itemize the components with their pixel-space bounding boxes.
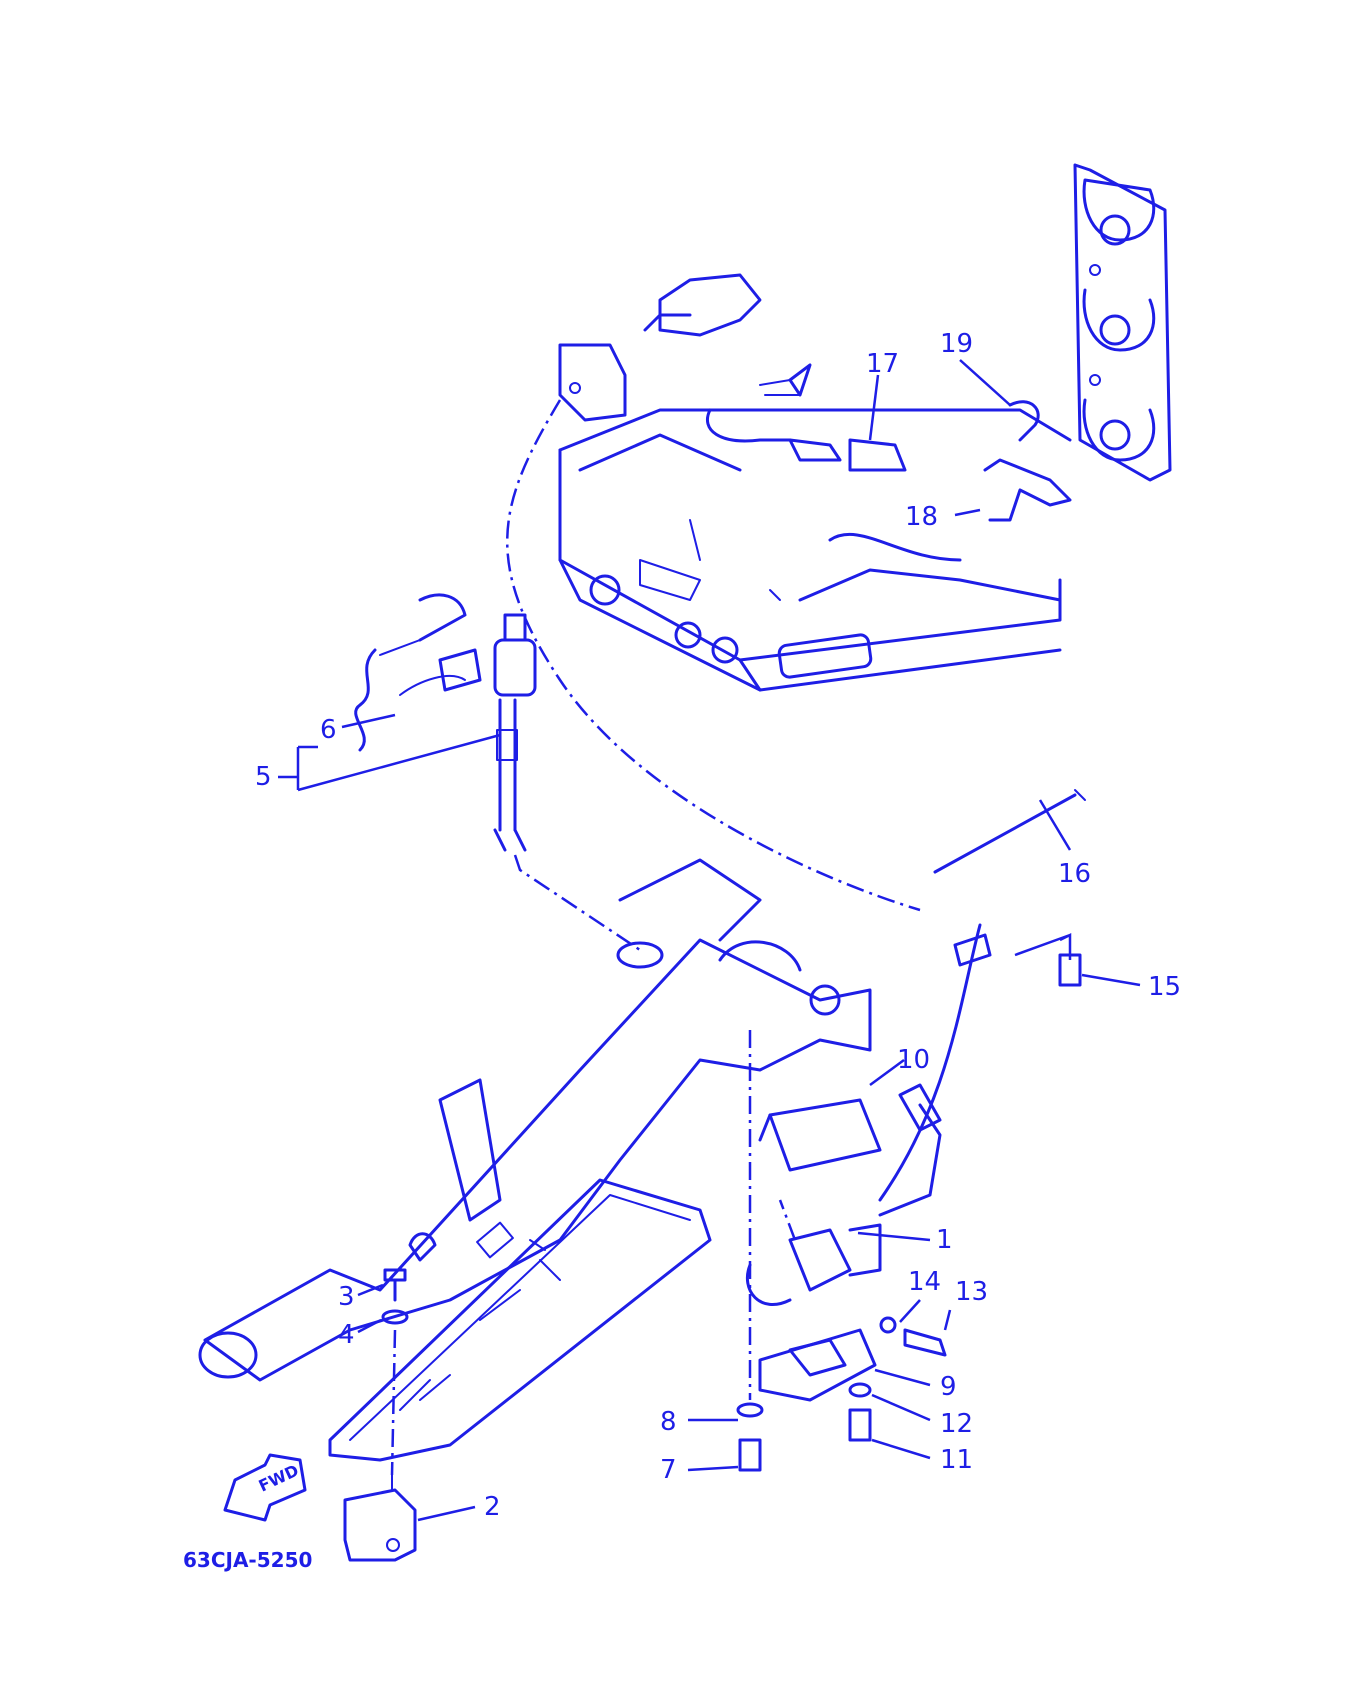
callout-11: 11: [940, 1445, 973, 1475]
callout-labels: 1 2 3 4 5 6 7 8 9 10 11 12 13 14 15 16 1…: [255, 329, 1181, 1522]
handle-bracket-plate: [328, 1178, 712, 1462]
callout-3: 3: [338, 1282, 355, 1312]
callout-12: 12: [940, 1409, 973, 1439]
connector-2: [343, 1474, 417, 1562]
callout-18: 18: [905, 502, 938, 532]
fwd-arrow: FWD: [223, 1453, 307, 1522]
callout-6: 6: [320, 715, 337, 745]
diagram-code: 63CJA-5250: [183, 1548, 312, 1572]
upper-cowling-bracket: [558, 408, 1072, 692]
callout-13: 13: [955, 1277, 988, 1307]
harness-connector-top: [506, 273, 921, 912]
assembly-lines: [390, 854, 797, 1476]
callout-5: 5: [255, 762, 272, 792]
callout-14: 14: [908, 1267, 941, 1297]
callout-7: 7: [660, 1455, 677, 1485]
tiller-handle: [198, 858, 872, 1382]
thermo-switch-assembly: [706, 363, 1072, 522]
callout-2: 2: [484, 1492, 501, 1522]
callout-4: 4: [338, 1320, 355, 1350]
main-switch-assembly: [745, 923, 992, 1402]
callout-17: 17: [866, 349, 899, 379]
callout-19: 19: [940, 329, 973, 359]
callout-9: 9: [940, 1372, 957, 1402]
callout-10: 10: [897, 1045, 930, 1075]
callout-16: 16: [1058, 859, 1091, 889]
stop-switch-assembly: [354, 593, 537, 852]
callout-1: 1: [936, 1225, 953, 1255]
callout-15: 15: [1148, 972, 1181, 1002]
fasteners: [381, 789, 1086, 1472]
leader-lines: [278, 359, 1141, 1522]
callout-8: 8: [660, 1407, 677, 1437]
cylinder-block-plate: [1073, 163, 1172, 482]
